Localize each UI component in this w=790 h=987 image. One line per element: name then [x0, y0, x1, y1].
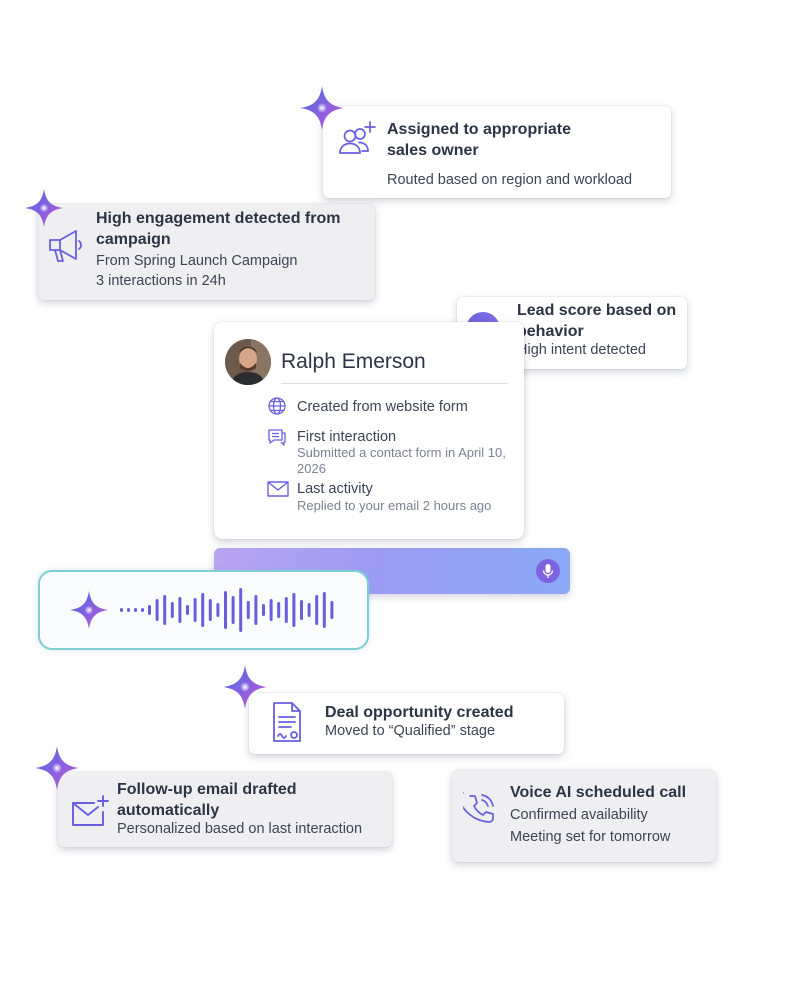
globe-icon [268, 397, 286, 415]
waveform-bar [315, 595, 319, 625]
megaphone-icon [49, 230, 82, 262]
document-icon [273, 702, 301, 742]
assigned-title: Assigned to appropriate sales owner [387, 121, 572, 159]
microphone-icon [542, 564, 554, 578]
waveform-bar [120, 608, 123, 612]
mail-icon [267, 481, 289, 497]
waveform-bar [322, 592, 326, 628]
waveform-bar [216, 603, 220, 617]
contact-card[interactable]: Ralph Emerson Created from website form … [214, 322, 524, 539]
waveform-bar [292, 593, 296, 627]
waveform-bar [134, 608, 137, 612]
waveform-bar [224, 591, 227, 629]
users-plus-icon [339, 121, 376, 154]
deal-card: Deal opportunity created Moved to “Quali… [249, 693, 564, 754]
engagement-card: High engagement detected from campaign F… [38, 204, 375, 300]
waveform-bar [269, 599, 273, 621]
divider [281, 383, 508, 384]
waveform-bar [254, 595, 258, 625]
waveform-bar [201, 593, 205, 627]
waveform-bar [262, 604, 265, 616]
first-interaction-detail: Submitted a contact form in April 10, 20… [297, 445, 506, 476]
mail-plus-icon [72, 795, 109, 826]
followup-email-card: Follow-up email drafted automatically Pe… [58, 772, 392, 847]
voice-ai-call-card: Voice AI scheduled call Confirmed availa… [452, 770, 716, 862]
waveform-bar [178, 597, 182, 623]
lead-score-subtitle: High intent detected [517, 342, 646, 358]
contact-name: Ralph Emerson [281, 350, 426, 373]
sparkle-icon [221, 663, 269, 711]
assigned-owner-card: Assigned to appropriate sales owner Rout… [323, 106, 671, 198]
last-activity-label: Last activity [297, 481, 373, 497]
engagement-campaign: From Spring Launch Campaign [96, 253, 298, 269]
waveform-bar [163, 595, 167, 625]
phone-call-icon [463, 792, 494, 823]
engagement-title: High engagement detected from campaign [96, 210, 341, 248]
waveform-pill [38, 570, 369, 650]
waveform-bar [277, 602, 281, 618]
waveform-bar [208, 599, 212, 621]
sparkle-icon [298, 84, 346, 132]
last-activity-detail: Replied to your email 2 hours ago [297, 498, 492, 513]
waveform-bar [127, 608, 130, 612]
first-interaction-label: First interaction [297, 429, 397, 445]
waveform-bar [246, 601, 250, 619]
voice-meeting: Meeting set for tomorrow [510, 829, 671, 845]
sparkle-icon [68, 589, 110, 631]
sparkle-icon [23, 187, 65, 229]
waveform-bar [307, 603, 311, 617]
waveform-icon [120, 588, 334, 632]
followup-title: Follow-up email drafted automatically [117, 781, 297, 819]
waveform-bar [141, 608, 144, 612]
lead-score-title: Lead score based on behavior [517, 302, 677, 340]
waveform-bar [193, 598, 197, 622]
waveform-bar [155, 599, 159, 621]
waveform-bar [300, 600, 303, 620]
microphone-button[interactable] [536, 559, 560, 583]
followup-subtitle: Personalized based on last interaction [117, 821, 363, 837]
waveform-bar [239, 588, 243, 632]
waveform-bar [186, 605, 189, 615]
waveform-bar [330, 601, 334, 619]
created-source: Created from website form [297, 399, 468, 415]
voice-availability: Confirmed availability [510, 807, 648, 823]
waveform-bar [148, 605, 151, 615]
waveform-bar [231, 596, 235, 624]
sparkle-icon [33, 744, 81, 792]
voice-title: Voice AI scheduled call [510, 784, 687, 801]
assigned-subtitle: Routed based on region and workload [387, 172, 633, 188]
chat-icon [268, 429, 286, 446]
deal-subtitle: Moved to “Qualified” stage [325, 723, 496, 739]
deal-title: Deal opportunity created [325, 704, 514, 721]
engagement-count: 3 interactions in 24h [96, 273, 226, 289]
waveform-bar [284, 597, 288, 623]
avatar [225, 339, 271, 385]
waveform-bar [170, 602, 174, 618]
